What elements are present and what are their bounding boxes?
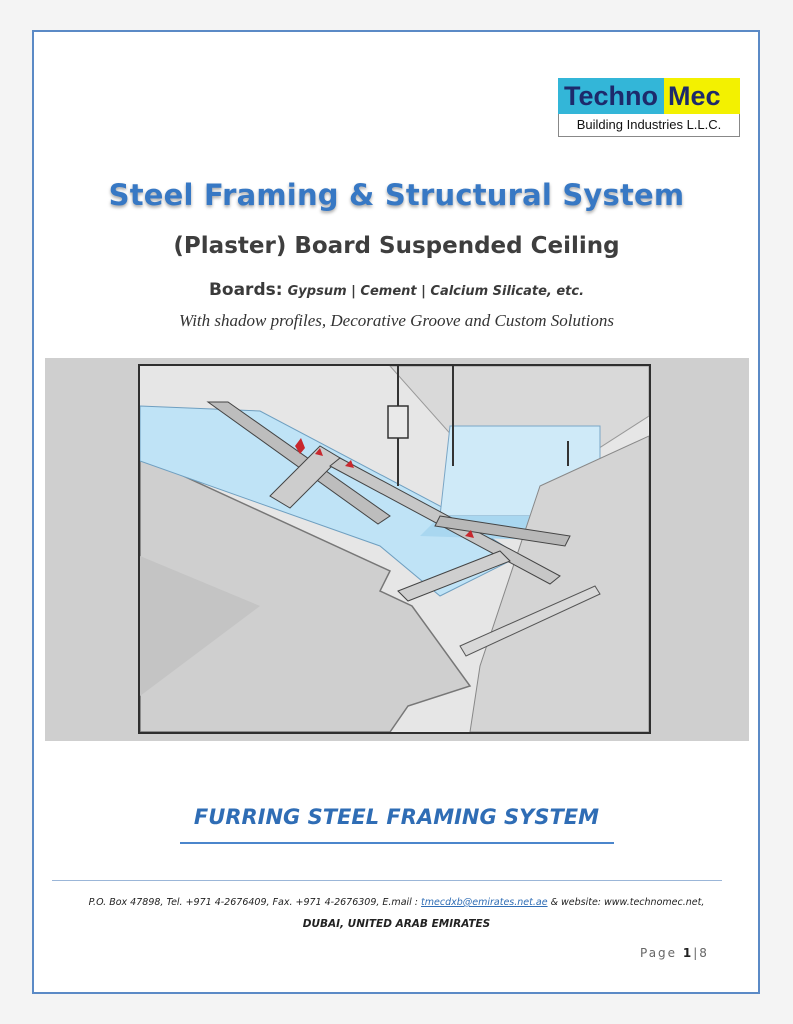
- location: DUBAI, UNITED ARAB EMIRATES: [302, 918, 491, 930]
- page-separator: |: [693, 946, 700, 960]
- ceiling-framing-drawing: [140, 366, 649, 732]
- page-current: 1: [682, 946, 694, 960]
- page-total: 8: [699, 946, 709, 960]
- contact-divider: [52, 880, 722, 881]
- contact-suffix: & website: www.technomec.net,: [547, 897, 705, 908]
- company-logo: Techno Mec Building Industries L.L.C.: [558, 78, 740, 137]
- system-title-underline: [180, 842, 614, 844]
- document-title: Steel Framing & Structural System: [108, 178, 685, 212]
- page-label: Page: [640, 946, 678, 960]
- email-link[interactable]: tmecdxb@emirates.net.ae: [421, 897, 548, 908]
- logo-mec: Mec: [664, 78, 740, 114]
- contact-line: P.O. Box 47898, Tel. +971 4-2676409, Fax…: [0, 897, 793, 908]
- page-number: Page 1|8: [640, 946, 709, 960]
- boards-line: Boards: Gypsum | Cement | Calcium Silica…: [0, 280, 793, 300]
- logo-techno: Techno: [558, 78, 664, 114]
- tagline: With shadow profiles, Decorative Groove …: [178, 311, 615, 330]
- boards-label: Boards:: [208, 280, 283, 300]
- suspended-ceiling-framing-illustration: [138, 364, 651, 734]
- contact-prefix: P.O. Box 47898, Tel. +971 4-2676409, Fax…: [88, 897, 422, 908]
- logo-subtitle: Building Industries L.L.C.: [558, 114, 740, 137]
- boards-list: Gypsum | Cement | Calcium Silicate, etc.: [287, 284, 585, 299]
- system-title: FURRING STEEL FRAMING SYSTEM: [193, 805, 600, 829]
- document-subtitle: (Plaster) Board Suspended Ceiling: [173, 233, 620, 259]
- logo-wordmark: Techno Mec: [558, 78, 740, 114]
